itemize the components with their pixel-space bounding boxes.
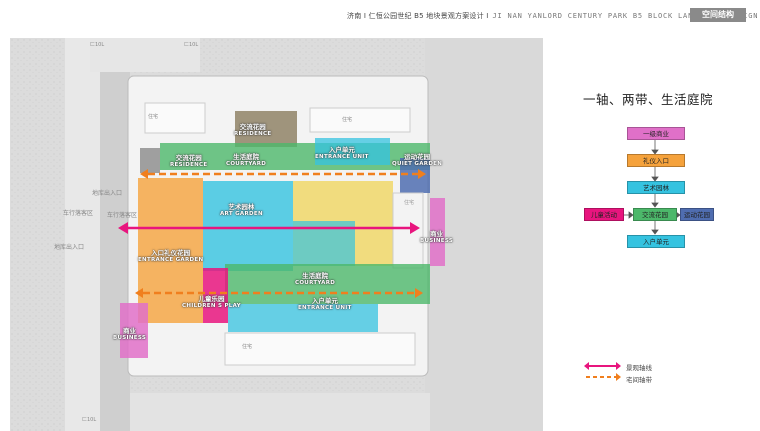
house-label-3: 住宅 — [242, 344, 253, 350]
street-trees-west — [100, 38, 130, 431]
zone-residence-west — [140, 148, 160, 173]
building-1 — [144, 102, 206, 134]
flow-connectors — [623, 140, 681, 235]
site-plan: 匚10L 匚10L 匚10L 住宅 住宅 住宅 地库出入口 车行落客区 车行落客… — [10, 38, 543, 431]
road-label-bottom: 匚10L — [82, 417, 97, 423]
axis-arrow-right — [410, 222, 420, 234]
legend-icons — [584, 362, 621, 381]
zone-art-garden — [203, 181, 293, 271]
flow-node-3: 艺术园林 — [627, 181, 685, 194]
belt-bottom-arrow-left — [135, 288, 143, 298]
zone-children-play — [203, 268, 228, 323]
zone-blank-east — [392, 192, 424, 269]
flow-node-6: 运动花园 — [680, 208, 714, 221]
flow-node-2: 礼仪入口 — [627, 154, 685, 167]
zone-quiet-garden — [400, 158, 430, 193]
zone-entrance-unit-top — [315, 138, 390, 165]
diagram-title: 一轴、两带、生活庭院 — [583, 92, 714, 107]
flow-node-7: 入户单元 — [627, 235, 685, 248]
zone-courtyard-bottom — [225, 264, 430, 304]
road-north — [90, 38, 200, 72]
legend-axis-label: 景观轴线 — [626, 364, 652, 372]
side-label-1: 地库出入口 — [92, 190, 123, 197]
zone-entrance-unit-bottom — [228, 304, 378, 332]
zone-entrance-garden — [138, 178, 203, 323]
belt-top-arrow-left — [140, 169, 148, 179]
side-label-2: 车行落客区 — [63, 210, 94, 217]
zone-business-west — [120, 303, 148, 358]
flow-node-5: 儿童活动 — [584, 208, 624, 221]
side-label-5: 住宅 — [404, 200, 415, 206]
section-tag: 空间结构 — [690, 8, 746, 22]
axis-arrow-left — [118, 222, 128, 234]
zone-business-east — [430, 198, 445, 266]
building-2 — [309, 107, 411, 133]
side-label-4: 地库出入口 — [54, 244, 85, 251]
belt-bottom-arrow-right — [415, 288, 423, 298]
road-label-top2: 匚10L — [184, 42, 199, 48]
road-label-top1: 匚10L — [90, 42, 105, 48]
legend-belt-label: 宅间轴带 — [626, 376, 652, 384]
flow-node-1: 一级商业 — [627, 127, 685, 140]
site-plan-drawing — [10, 38, 543, 431]
road-south — [130, 393, 430, 431]
flow-node-4: 交流花园 — [633, 208, 677, 221]
belt-top-arrow-right — [418, 169, 426, 179]
side-label-3: 车行落客区 — [107, 212, 138, 219]
building-3 — [224, 332, 416, 366]
house-label-2: 住宅 — [342, 117, 353, 123]
house-label-1: 住宅 — [148, 114, 159, 120]
zone-residence-top — [235, 111, 297, 147]
road-west — [65, 38, 100, 431]
